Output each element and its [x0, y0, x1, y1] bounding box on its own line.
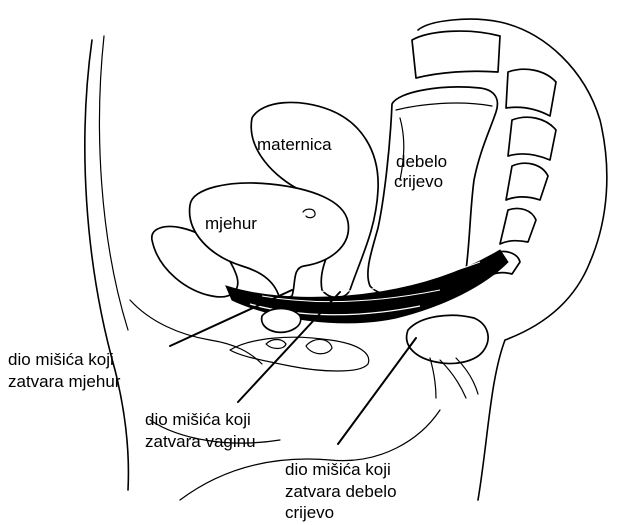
label-muscle-vagina-line-1: dio mišića koji: [145, 410, 251, 429]
label-muscle-colon-line-2: zatvara debelo: [285, 482, 397, 501]
label-muscle-bladder-line-2: zatvara mjehur: [8, 372, 120, 391]
label-colon-line-1: debelo: [396, 152, 447, 171]
label-muscle-bladder-line-1: dio mišića koji: [8, 350, 114, 369]
label-muscle-colon-line-1: dio mišića koji: [285, 460, 391, 479]
label-uterus: maternica: [257, 135, 332, 154]
label-muscle-colon-line-3: crijevo: [285, 503, 334, 522]
leader-colon-muscle: [338, 338, 416, 444]
label-bladder: mjehur: [205, 214, 257, 233]
label-colon-line-2: crijevo: [394, 172, 443, 191]
label-muscle-vagina-line-2: zatvara vaginu: [145, 432, 256, 451]
